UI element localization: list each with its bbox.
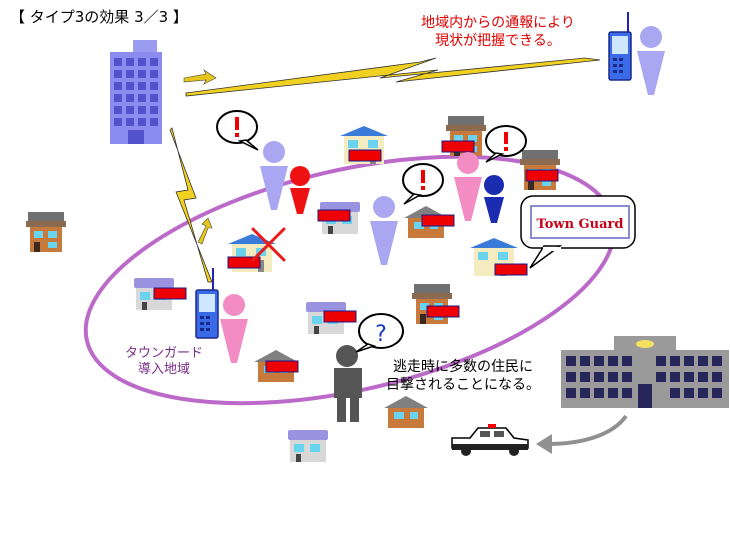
resident-child xyxy=(484,175,504,223)
police-station-icon xyxy=(561,336,729,408)
speech-bubble-question-icon: ? xyxy=(355,313,404,353)
house-icon xyxy=(412,284,452,324)
house-icon xyxy=(384,396,428,428)
lightning-icon xyxy=(185,57,601,97)
speech-bubble-exclamation-icon xyxy=(216,110,259,151)
area-label-line: 導入地域 xyxy=(137,362,190,377)
report-caption-line: 現状が把握できる。 xyxy=(435,33,561,49)
town-guard-bubble xyxy=(520,195,636,269)
resident-person xyxy=(454,152,482,221)
resident-with-phone xyxy=(220,294,248,363)
suspect-person xyxy=(334,345,362,422)
mobile-phone-icon xyxy=(608,12,632,81)
resident-person xyxy=(260,141,288,210)
police-car-icon xyxy=(451,424,529,456)
cross-mark-icon xyxy=(251,227,286,262)
name-plates xyxy=(153,140,559,373)
house-icon xyxy=(26,212,66,252)
resident-child xyxy=(290,166,310,214)
witness-caption-line: 逃走時に多数の住民に xyxy=(393,359,533,375)
mobile-phone-icon xyxy=(195,268,219,339)
remote-resident-person xyxy=(637,26,665,95)
report-caption: 地域内からの通報により 現状が把握できる。 xyxy=(398,14,598,50)
svg-text:?: ? xyxy=(375,322,387,347)
arrow-icon xyxy=(197,217,213,245)
house-icon xyxy=(288,430,328,462)
witness-caption: 逃走時に多数の住民に 目撃されることになる。 xyxy=(368,358,558,394)
page-title: 【 タイプ3の効果 3／3 】 xyxy=(10,8,188,26)
lightning-icon xyxy=(169,127,213,283)
dispatch-arrow xyxy=(547,414,628,446)
report-caption-line: 地域内からの通報により xyxy=(421,15,575,31)
speech-bubble-exclamation-icon xyxy=(485,125,527,163)
arrow-icon xyxy=(183,69,217,85)
resident-person xyxy=(370,196,398,265)
area-label: タウンガード 導入地域 xyxy=(112,346,216,378)
town-guard-logo: Town Guard xyxy=(536,216,624,232)
speech-bubble-exclamation-icon xyxy=(402,163,444,205)
area-label-line: タウンガード xyxy=(124,346,203,361)
arrow-icon xyxy=(536,434,552,454)
witness-caption-line: 目撃されることになる。 xyxy=(386,377,540,393)
office-building-icon xyxy=(110,40,162,144)
